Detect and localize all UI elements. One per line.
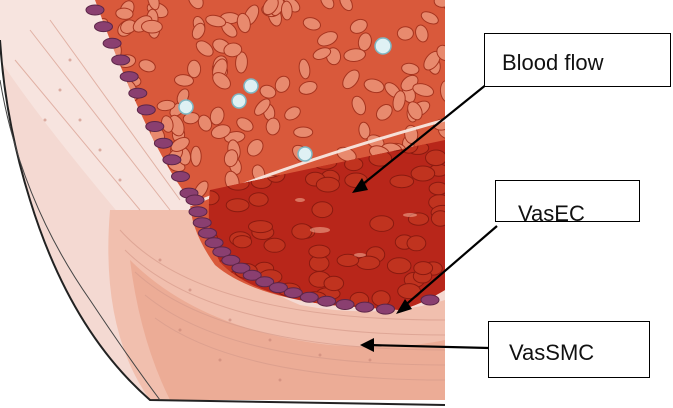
clot-cell [233, 236, 252, 248]
clot-cell [316, 177, 339, 192]
clot-cell [226, 199, 249, 212]
endothelial-cell [146, 122, 164, 132]
endothelial-cell [129, 88, 147, 98]
red-blood-cell-icon [294, 127, 313, 137]
clot-cell [411, 166, 435, 181]
endothelial-cell [186, 195, 204, 205]
blood-flow-label-box: Blood flow [484, 33, 671, 87]
vasec-label-box: VasEC [495, 180, 640, 222]
clot-cell [387, 258, 411, 274]
clot-cell [292, 224, 312, 239]
vassmc-label-box: VasSMC [488, 321, 650, 378]
clot-cell [264, 238, 285, 252]
endothelial-cell [120, 72, 138, 82]
endothelial-cell [137, 105, 155, 115]
endothelial-cell [112, 55, 130, 65]
blood-flow-label: Blood flow [502, 52, 604, 74]
endothelial-cell [193, 218, 211, 228]
endothelial-cell [284, 288, 302, 298]
clot-cell [370, 216, 394, 232]
endothelial-cell [163, 155, 181, 165]
clot-cell [429, 182, 448, 195]
endothelial-cell [205, 238, 223, 248]
clot-cell [356, 256, 379, 269]
endothelial-cell [336, 300, 354, 310]
clot-cell [249, 193, 268, 206]
vassmc-label: VasSMC [509, 342, 594, 364]
endothelial-cell [300, 292, 318, 302]
endothelial-cell [421, 295, 439, 305]
endothelial-cell [95, 22, 113, 32]
endothelial-cell [356, 302, 374, 312]
red-blood-cell-icon [187, 60, 200, 78]
clot-cell [390, 175, 414, 188]
red-blood-cell-icon [141, 20, 162, 33]
clot-cell [414, 262, 433, 275]
red-blood-cell-icon [191, 146, 201, 166]
vasec-label: VasEC [518, 203, 585, 222]
clot-cell [324, 276, 344, 290]
clot-cell [312, 202, 333, 218]
clot-cell [407, 236, 426, 251]
clot-cell [426, 150, 447, 166]
endothelial-cell [154, 138, 172, 148]
endothelial-cell [189, 207, 207, 217]
clot-cell [309, 245, 330, 258]
clot-cell [249, 221, 273, 233]
endothelial-cell [86, 5, 104, 15]
endothelial-cell [377, 304, 395, 314]
endothelial-cell [318, 296, 336, 306]
red-blood-cell-icon [397, 27, 413, 41]
endothelial-cell [172, 172, 190, 182]
endothelial-cell [103, 38, 121, 48]
clot-cell [431, 211, 449, 226]
endothelial-cell [199, 228, 217, 238]
